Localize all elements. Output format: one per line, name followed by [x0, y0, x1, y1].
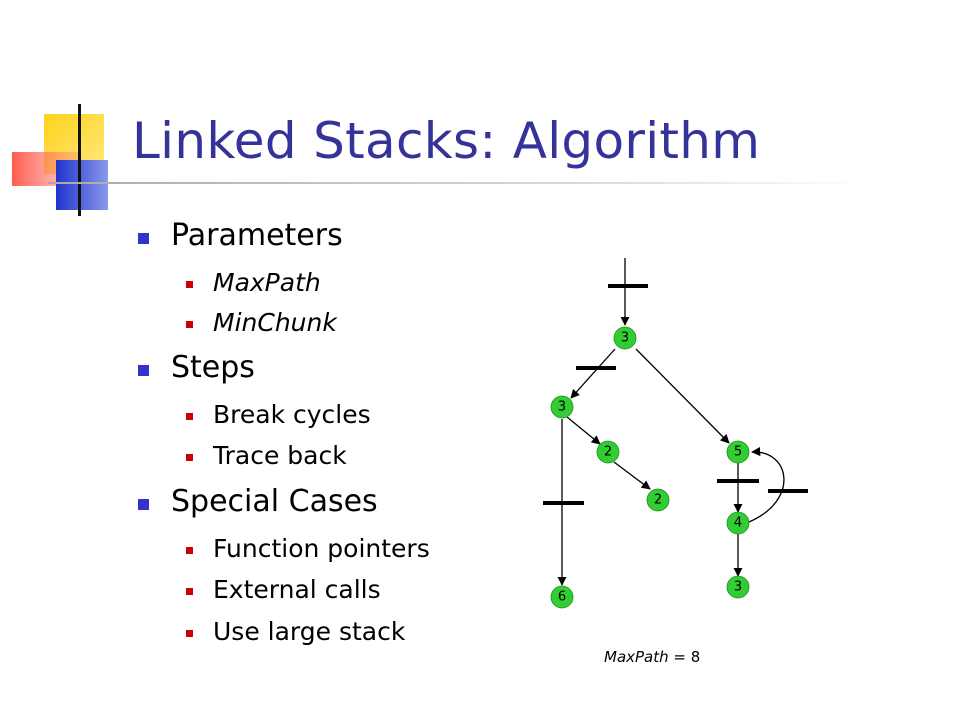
- cut-bar-entry: [608, 284, 648, 288]
- svg-text:3: 3: [558, 400, 566, 415]
- edge-root-right: [635, 348, 730, 444]
- svg-text:6: 6: [558, 590, 566, 605]
- bullet-steps: Steps: [138, 350, 255, 385]
- bullet-maxpath: MaxPath: [186, 268, 321, 297]
- bullet-external-calls: External calls: [186, 575, 381, 604]
- maxpath-caption-value: = 8: [668, 648, 701, 666]
- deco-horizontal-line: [48, 182, 868, 184]
- edge-cycle-back: [748, 447, 785, 523]
- cut-bar-left-bottom: [543, 501, 584, 505]
- deco-blue-square: [56, 160, 108, 210]
- cut-bar-cycle: [768, 489, 808, 493]
- node-right: 5: [726, 440, 750, 464]
- title-decoration: [12, 104, 868, 216]
- bullet-use-large-stack: Use large stack: [186, 617, 405, 646]
- edge-root-left: [570, 348, 616, 399]
- node-mid: 2: [596, 440, 620, 464]
- slide-title: Linked Stacks: Algorithm: [132, 112, 761, 170]
- node-right-bottom: 3: [726, 575, 750, 599]
- bullet-trace-back: Trace back: [186, 441, 347, 470]
- bullet-parameters: Parameters: [138, 218, 343, 253]
- node-root: 3: [613, 326, 637, 350]
- node-left: 3: [550, 395, 574, 419]
- node-mid2: 2: [646, 488, 670, 512]
- svg-text:3: 3: [621, 331, 629, 346]
- deco-vertical-line: [78, 104, 81, 216]
- edge-mid-mid2: [613, 461, 651, 490]
- bullet-function-pointers: Function pointers: [186, 534, 430, 563]
- cut-bar-root-left: [576, 366, 616, 370]
- svg-text:5: 5: [734, 445, 742, 460]
- maxpath-caption-name: MaxPath: [604, 648, 669, 666]
- bullet-special-cases: Special Cases: [138, 484, 378, 519]
- svg-text:4: 4: [734, 516, 742, 531]
- svg-text:2: 2: [654, 493, 662, 508]
- svg-text:2: 2: [604, 445, 612, 460]
- node-right-mid: 4: [726, 511, 750, 535]
- node-left-bottom: 6: [550, 585, 574, 609]
- maxpath-caption: MaxPath = 8: [604, 648, 700, 666]
- edge-left-mid: [566, 416, 601, 445]
- bullet-minchunk: MinChunk: [186, 308, 337, 337]
- svg-text:3: 3: [734, 580, 742, 595]
- bullet-break-cycles: Break cycles: [186, 400, 371, 429]
- cut-bar-right: [717, 479, 759, 483]
